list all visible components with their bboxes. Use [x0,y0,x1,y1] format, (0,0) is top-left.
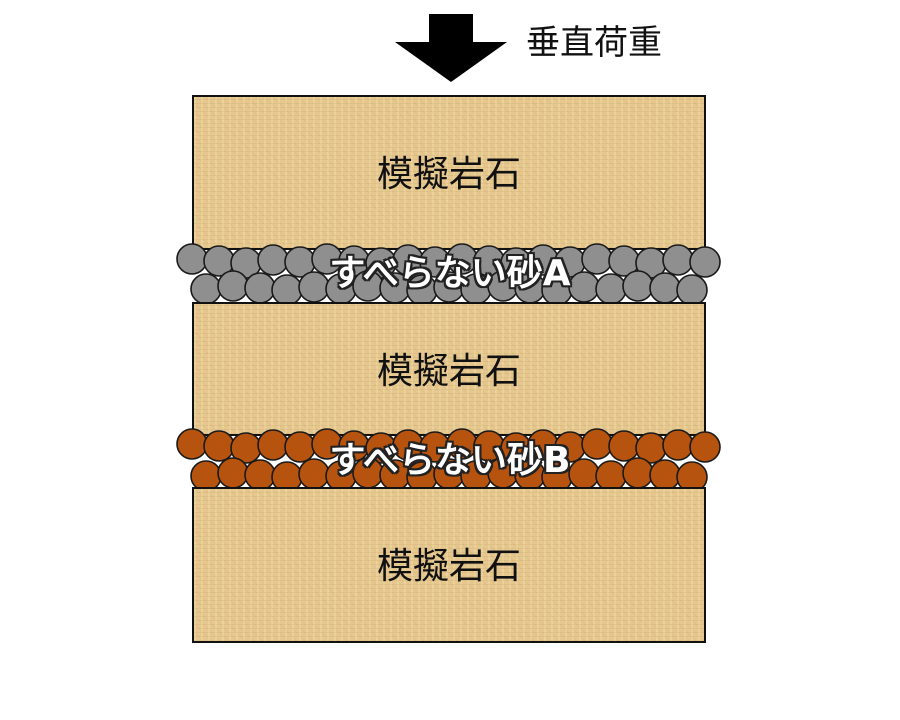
down-arrow-icon [395,14,507,82]
sand-layer-label: すべらない砂A [329,253,571,294]
sand-layer-label: すべらない砂B [329,440,571,481]
sand-layer-b: すべらない砂B [176,428,724,493]
rock-block-bottom: 模擬岩石 [192,487,706,643]
sand-grain [689,431,721,463]
sand-layer-a: すべらない砂A [176,243,724,306]
rock-block-top: 模擬岩石 [192,95,706,250]
rock-block-label: 模擬岩石 [376,154,521,195]
rock-block-middle: 模擬岩石 [192,302,706,436]
rock-block-label: 模擬岩石 [376,546,521,587]
sand-grains-b [176,428,721,493]
sand-grain [689,246,721,278]
vertical-load-label: 垂直荷重 [526,23,662,63]
sand-grains-a [176,243,721,306]
rock-block-label: 模擬岩石 [376,351,521,392]
